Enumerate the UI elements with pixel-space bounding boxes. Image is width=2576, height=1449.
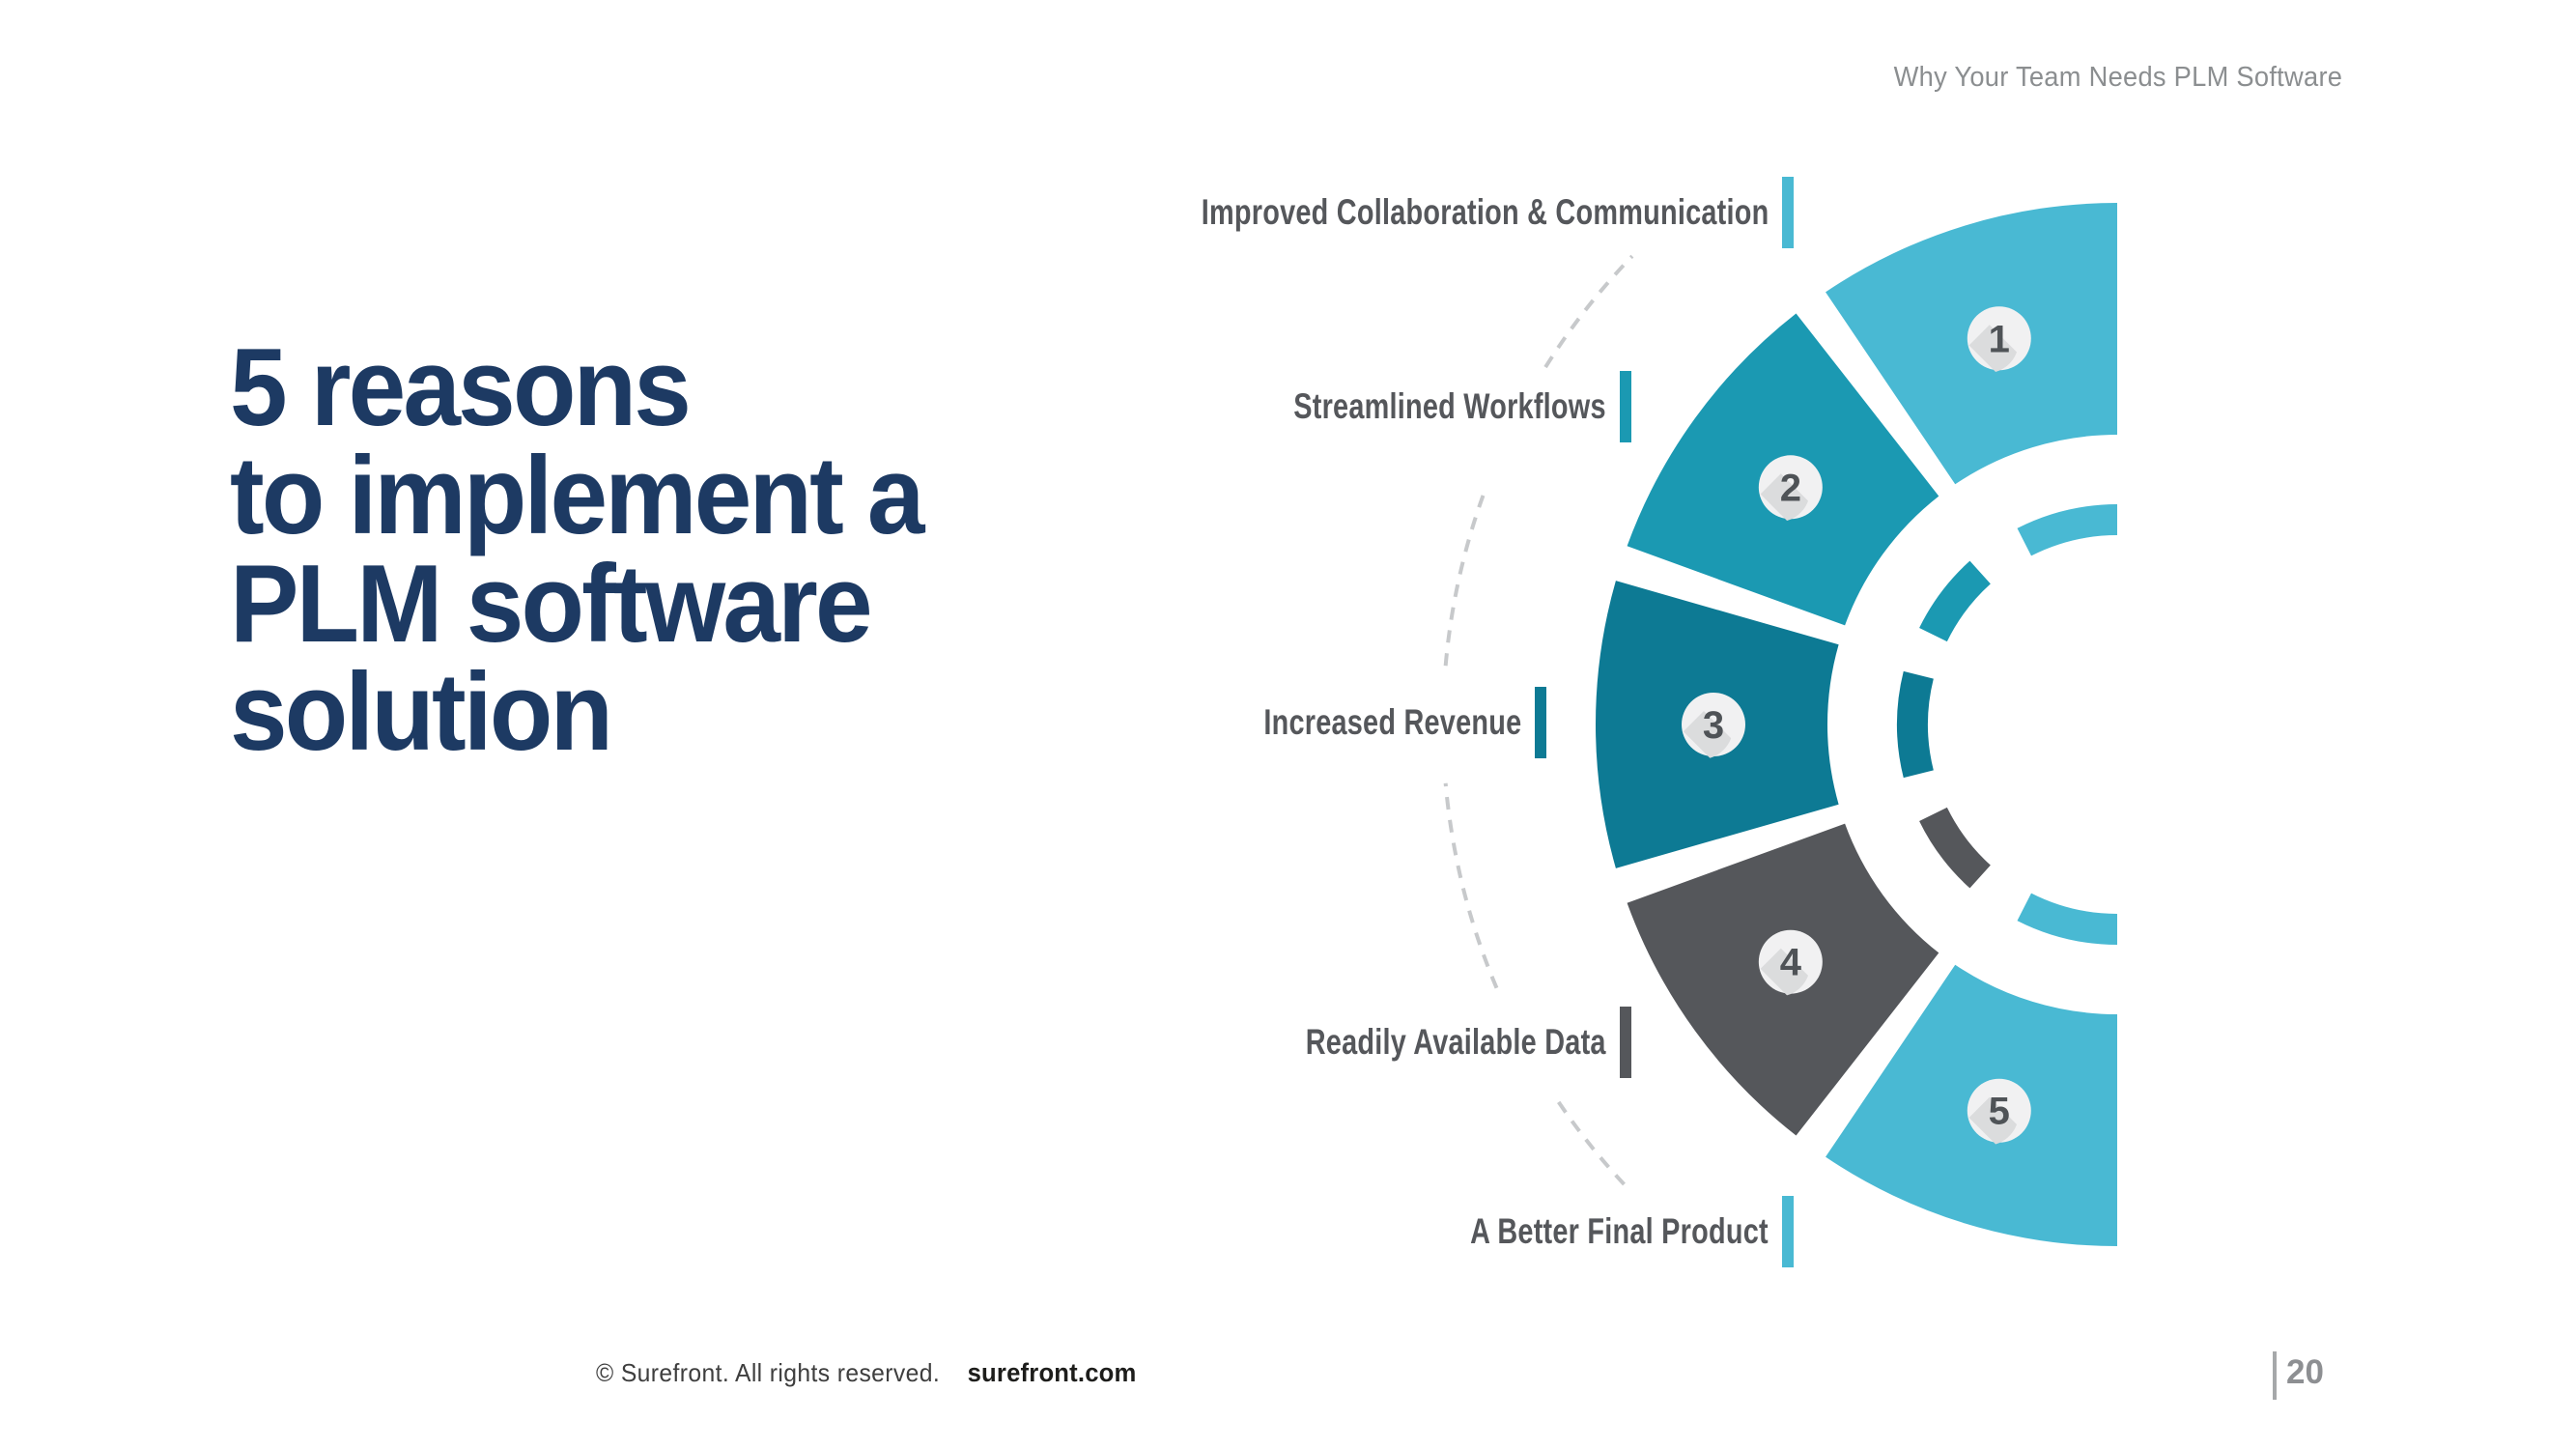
title-line-4: solution [230, 651, 613, 774]
segment-label-5: A Better Final Product [1470, 1211, 1769, 1251]
dashed-guide-arc [1556, 1100, 1626, 1186]
segment-label-slot-2: Streamlined Workflows [1205, 371, 1631, 442]
segment-number-3: 3 [1703, 704, 1724, 747]
segment-label-slot-1: Improved Collaboration & Communication [1041, 177, 1794, 248]
page-number-divider [2273, 1351, 2277, 1400]
dashed-guide-arc [1443, 782, 1499, 989]
inner-arc-2 [1919, 560, 1991, 642]
segment-label-slot-3: Increased Revenue [1191, 687, 1546, 758]
segment-number-4: 4 [1780, 942, 1802, 984]
segment-label-slot-4: Readily Available Data [1221, 1007, 1631, 1078]
segment-number-1: 1 [1989, 318, 2010, 360]
segment-label-slot-5: A Better Final Product [1386, 1196, 1794, 1267]
segment-tick-4 [1620, 1007, 1631, 1078]
page-title: 5 reasons to implement a PLM software so… [230, 327, 925, 774]
copyright-text: © Surefront. All rights reserved. [596, 1358, 941, 1387]
segment-tick-2 [1620, 371, 1631, 442]
website-link[interactable]: surefront.com [967, 1358, 1137, 1387]
header-title: Why Your Team Needs PLM Software [1893, 62, 2342, 93]
segment-label-1: Improved Collaboration & Communication [1201, 192, 1769, 232]
segment-label-3: Increased Revenue [1262, 702, 1521, 742]
title-line-1: 5 reasons [230, 327, 692, 449]
footer: © Surefront. All rights reserved. surefr… [596, 1358, 1137, 1388]
segment-tick-5 [1782, 1196, 1794, 1267]
inner-arc-3 [1897, 670, 1934, 779]
segment-label-2: Streamlined Workflows [1293, 386, 1606, 426]
segment-number-2: 2 [1780, 467, 1801, 509]
segment-number-5: 5 [1989, 1091, 2010, 1133]
title-line-3: PLM software [230, 543, 873, 666]
inner-arc-4 [1919, 807, 1991, 889]
segment-tick-1 [1782, 177, 1794, 248]
dashed-guide-arc [1543, 254, 1634, 369]
title-line-2: to implement a [230, 435, 925, 557]
segment-tick-3 [1535, 687, 1546, 758]
inner-arc-5 [2017, 893, 2117, 945]
segment-label-4: Readily Available Data [1306, 1022, 1606, 1062]
inner-arc-1 [2017, 504, 2117, 556]
page-number: 20 [2286, 1353, 2324, 1391]
dashed-guide-arc [1443, 493, 1486, 667]
